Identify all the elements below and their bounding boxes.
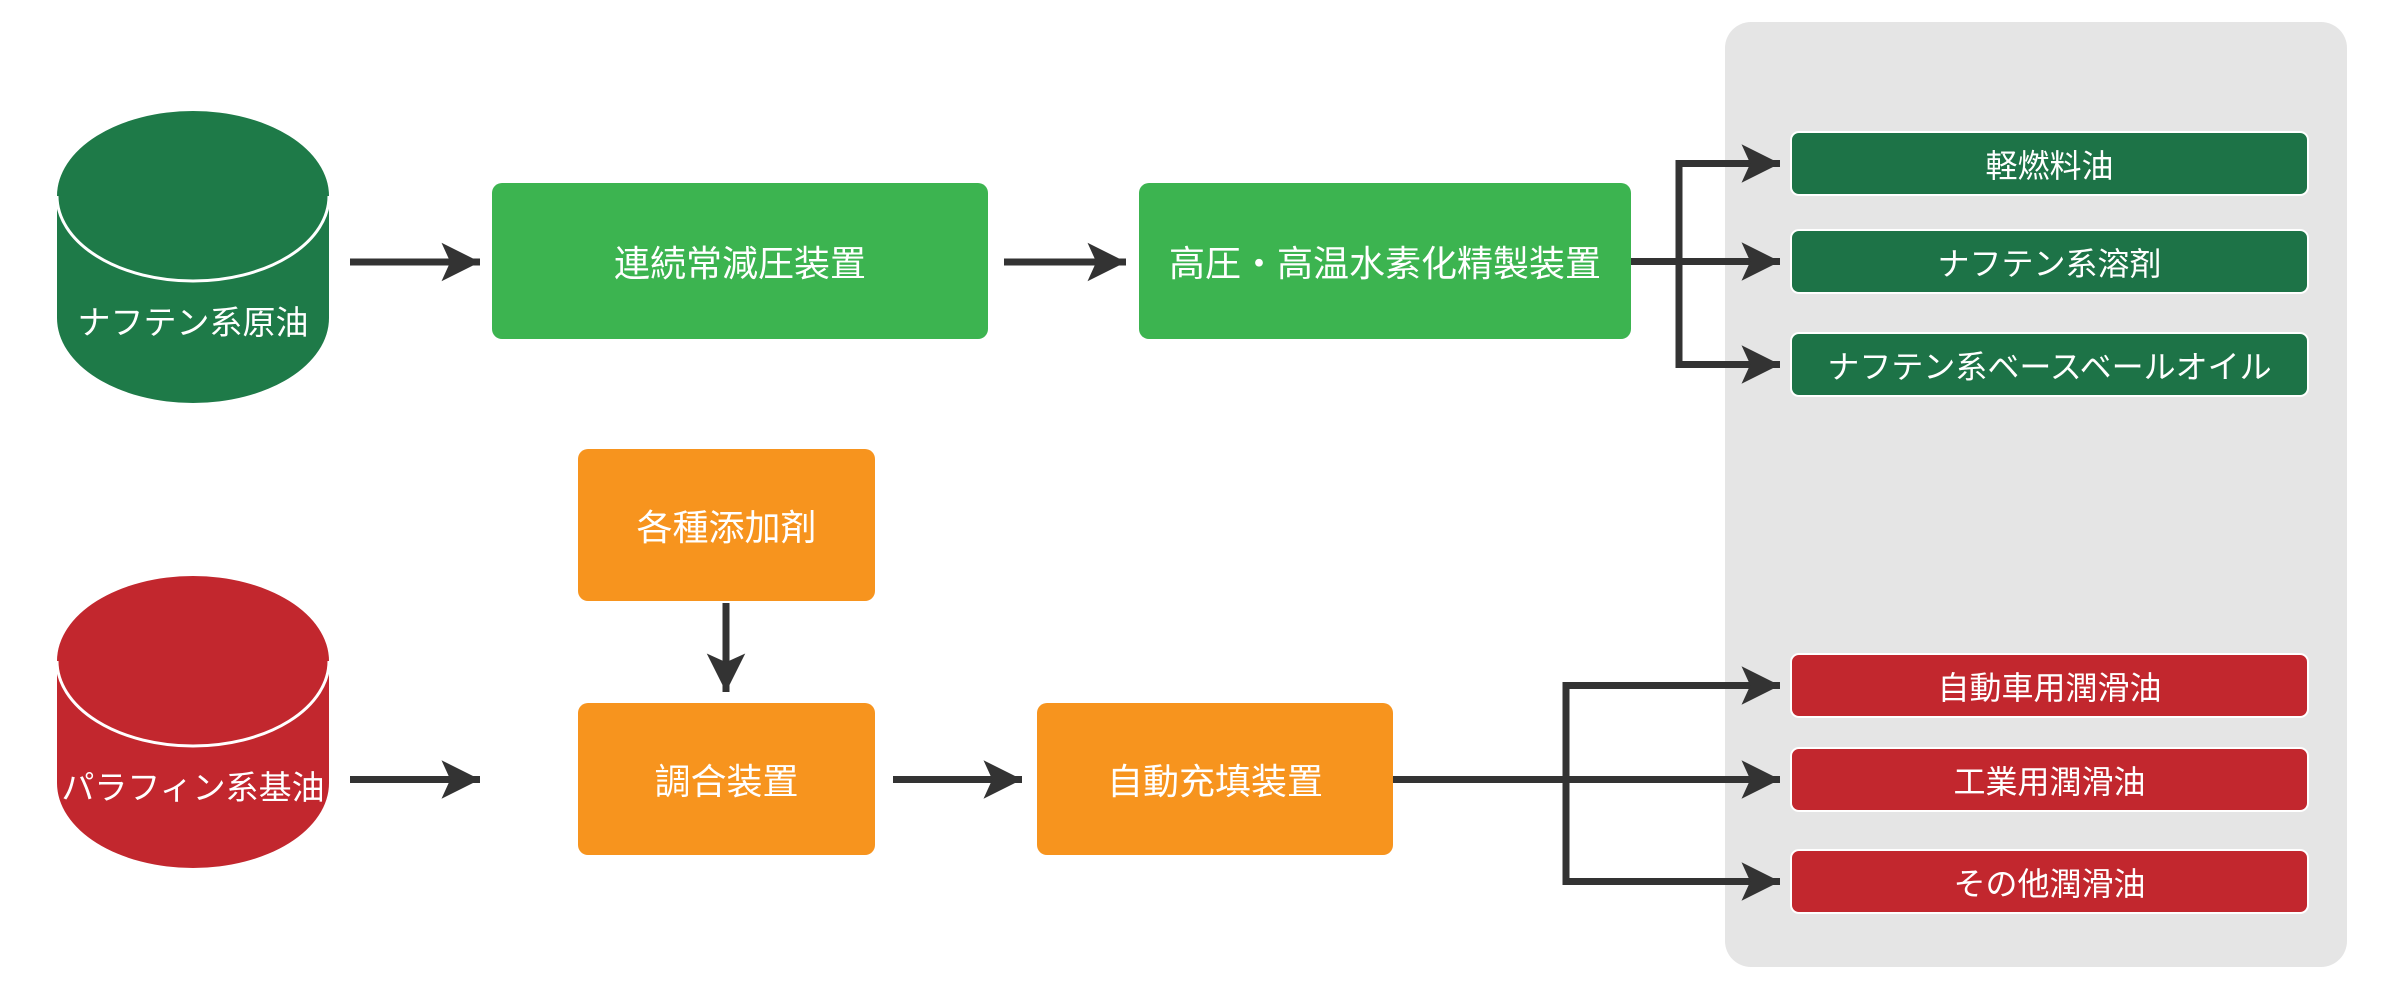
process-box-distillation: 連続常減圧装置 <box>492 183 988 339</box>
process-label: 各種添加剤 <box>636 507 817 548</box>
naphthenic-crude-cylinder: ナフテン系原油 <box>56 110 330 404</box>
naphthenic-crude-label: ナフテン系原油 <box>77 304 309 341</box>
paraffinic-base-cylinder: パラフィン系基油 <box>56 575 330 869</box>
process-label: 高圧・高温水素化精製装置 <box>1168 243 1601 284</box>
output-box-industrial-lubricant: 工業用潤滑油 <box>1790 747 2309 812</box>
process-box-blending: 調合装置 <box>578 703 875 855</box>
output-label: 工業用潤滑油 <box>1953 763 2146 800</box>
cylinder-shape-icon <box>56 576 330 868</box>
process-box-filling: 自動充填装置 <box>1037 703 1393 855</box>
output-box-naphthenic-solvent: ナフテン系溶剤 <box>1790 229 2309 294</box>
process-label: 自動充填装置 <box>1106 761 1323 802</box>
output-box-other-lubricant: その他潤滑油 <box>1790 849 2309 914</box>
process-box-additives: 各種添加剤 <box>578 449 875 601</box>
output-label: 自動車用潤滑油 <box>1937 669 2162 706</box>
output-box-automotive-lubricant: 自動車用潤滑油 <box>1790 653 2309 718</box>
output-label: ナフテン系溶剤 <box>1937 245 2162 282</box>
paraffinic-base-label: パラフィン系基油 <box>61 769 325 806</box>
output-label: ナフテン系ベースベールオイル <box>1827 348 2272 385</box>
cylinder-shape-icon <box>56 111 330 403</box>
arrow-branch-filling-outputs <box>1393 666 1780 901</box>
output-label: その他潤滑油 <box>1953 865 2146 902</box>
output-label: 軽燃料油 <box>1985 147 2114 184</box>
process-label: 調合装置 <box>654 761 799 802</box>
output-box-light-fuel-oil: 軽燃料油 <box>1790 131 2309 196</box>
output-box-naphthenic-base-oil: ナフテン系ベースベールオイル <box>1790 332 2309 397</box>
process-box-hydrotreating: 高圧・高温水素化精製装置 <box>1139 183 1631 339</box>
process-label: 連続常減圧装置 <box>613 243 866 284</box>
